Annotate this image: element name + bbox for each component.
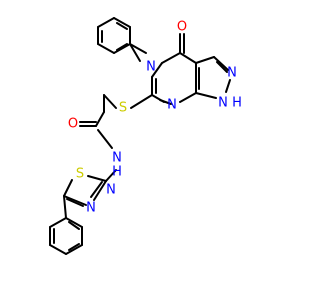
bond [129, 43, 147, 54]
bond [63, 195, 87, 206]
atom-s-link: S [119, 101, 127, 116]
bond [97, 43, 115, 54]
bond [63, 195, 67, 219]
bond [116, 43, 128, 51]
bond [105, 169, 117, 182]
bond [63, 179, 73, 197]
atom-label-layer: O N N N N H S O N H S N N [68, 20, 242, 216]
atom-s-ring: S [76, 167, 84, 182]
atom-nh-pyrazole: N [218, 96, 228, 111]
atom-n-pyrazole: N [227, 66, 237, 81]
bond [113, 17, 131, 28]
bond [97, 17, 115, 28]
atom-n-amide: N [112, 151, 122, 166]
atom-n-ring-2: N [86, 201, 96, 216]
bond [161, 52, 181, 64]
bond [159, 99, 172, 105]
atom-n-pyrimidine-2: N [167, 98, 177, 113]
bond [87, 175, 107, 182]
bond [179, 92, 197, 103]
bond [65, 244, 83, 255]
bond [129, 43, 141, 62]
bond [179, 52, 197, 64]
bond [66, 198, 84, 207]
atom-h-pyrazole: H [232, 96, 242, 111]
atom-o-keto: O [177, 20, 187, 35]
bond [151, 62, 163, 78]
atom-o-amide: O [68, 117, 78, 132]
bond [49, 244, 67, 255]
bond-layer [49, 17, 231, 255]
bond [213, 56, 229, 71]
bond [93, 180, 107, 201]
bond [113, 43, 131, 54]
bond [195, 56, 215, 64]
bond [103, 94, 117, 109]
bond [68, 221, 80, 230]
bond [116, 22, 128, 30]
bond [216, 61, 228, 73]
atom-n-pyrimidine: N [146, 60, 156, 75]
bond [95, 111, 105, 127]
atom-h-amide: H [112, 165, 122, 180]
bond [225, 79, 231, 93]
bond [65, 217, 83, 228]
bond [68, 243, 80, 251]
atom-n-ring-1: N [106, 183, 116, 198]
bond [97, 129, 113, 149]
bond [49, 217, 67, 228]
bond [130, 94, 153, 109]
bond [90, 181, 103, 198]
molecule-structure: O N N N N H S O N H S N N [49, 17, 242, 255]
bond [195, 92, 217, 99]
